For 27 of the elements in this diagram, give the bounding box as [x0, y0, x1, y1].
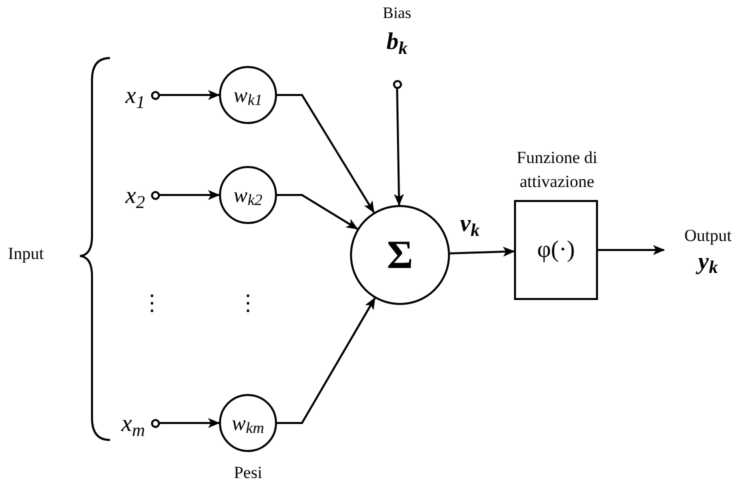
sigma-symbol: Σ: [386, 235, 414, 275]
text-label: Pesi: [232, 462, 264, 484]
variable-label: y$_{k}$: [698, 250, 718, 274]
weight-label: w$_{k2}$: [234, 184, 262, 206]
arrow: [277, 194, 358, 230]
variable-label: x$_{m}$: [120, 410, 145, 442]
text-label: Input: [8, 243, 45, 265]
ellipsis-label: ⋮: [140, 290, 164, 316]
arrow: [277, 94, 375, 214]
function-box: [514, 200, 598, 300]
arrow: [160, 418, 220, 428]
variable-label: b$_{k}$: [386, 28, 408, 60]
arrow: [277, 297, 376, 424]
arrow: [598, 245, 665, 255]
ellipsis-label: ⋮: [236, 290, 260, 316]
output-label: Output: [684, 226, 732, 244]
variable-label: x$_{1}$: [124, 82, 145, 114]
arrow: [450, 246, 515, 257]
function-label: φ(·): [537, 238, 575, 262]
arrow: [160, 90, 220, 100]
variable-label: x$_{2}$: [124, 182, 145, 214]
weight-label: w$_{km}$: [232, 412, 264, 434]
function-caption: Funzione di attivazione: [516, 147, 598, 193]
arrow: [394, 88, 404, 206]
weight-label: w$_{k1}$: [234, 84, 262, 106]
arrow: [160, 190, 220, 200]
bias-caption: Bias: [382, 4, 412, 24]
